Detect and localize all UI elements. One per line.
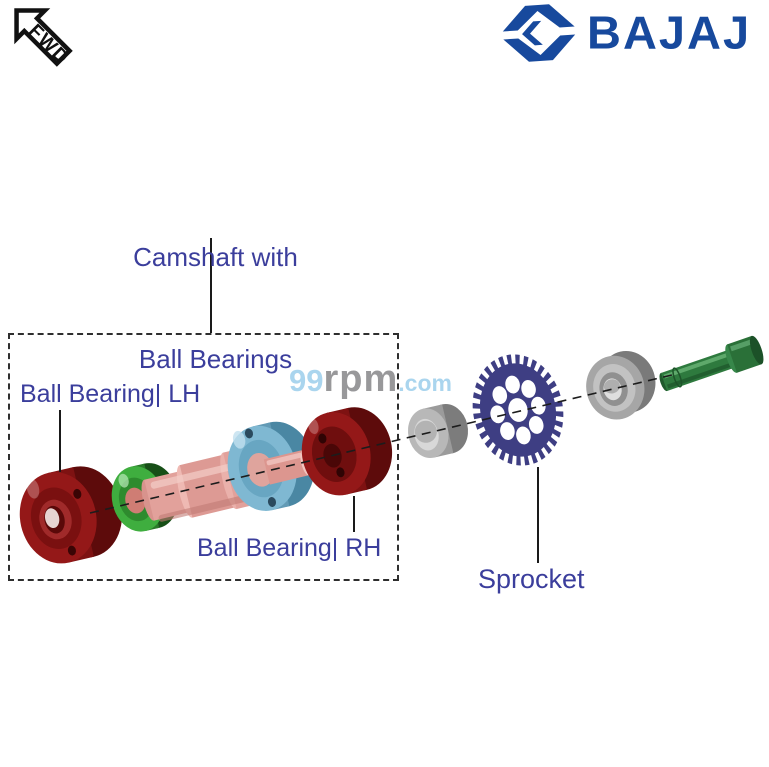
- fwd-direction-icon: FWD: [14, 8, 73, 69]
- part-sprocket: [472, 354, 564, 466]
- bajaj-logo: BAJAJ: [500, 2, 766, 64]
- leader-line-bearing-rh: [353, 496, 355, 532]
- watermark-99: 99: [289, 363, 324, 398]
- leader-line-bearing-lh: [59, 410, 61, 472]
- leader-line-sprocket: [537, 467, 539, 563]
- bajaj-emblem-icon: [502, 4, 576, 62]
- label-camshaft-with-ball-bearings: Camshaft with Ball Bearings: [103, 172, 328, 444]
- watermark-rpm: rpm: [323, 358, 399, 400]
- part-washer: [586, 350, 656, 420]
- label-camshaft-line2: Ball Bearings: [138, 344, 293, 374]
- label-sprocket: Sprocket: [478, 564, 585, 594]
- part-ball-bearing-lh: [19, 466, 122, 564]
- label-camshaft-line1: Camshaft with: [133, 242, 298, 272]
- part-bolt: [659, 335, 764, 392]
- leader-line-camshaft: [210, 238, 212, 333]
- centerline: [89, 374, 673, 514]
- camshaft-assembly-box: [8, 333, 399, 581]
- label-ball-bearing-rh: Ball Bearing| RH: [197, 534, 382, 562]
- label-ball-bearing-lh: Ball Bearing| LH: [20, 380, 201, 408]
- watermark-com: .com: [398, 370, 452, 396]
- brand-name: BAJAJ: [587, 6, 752, 59]
